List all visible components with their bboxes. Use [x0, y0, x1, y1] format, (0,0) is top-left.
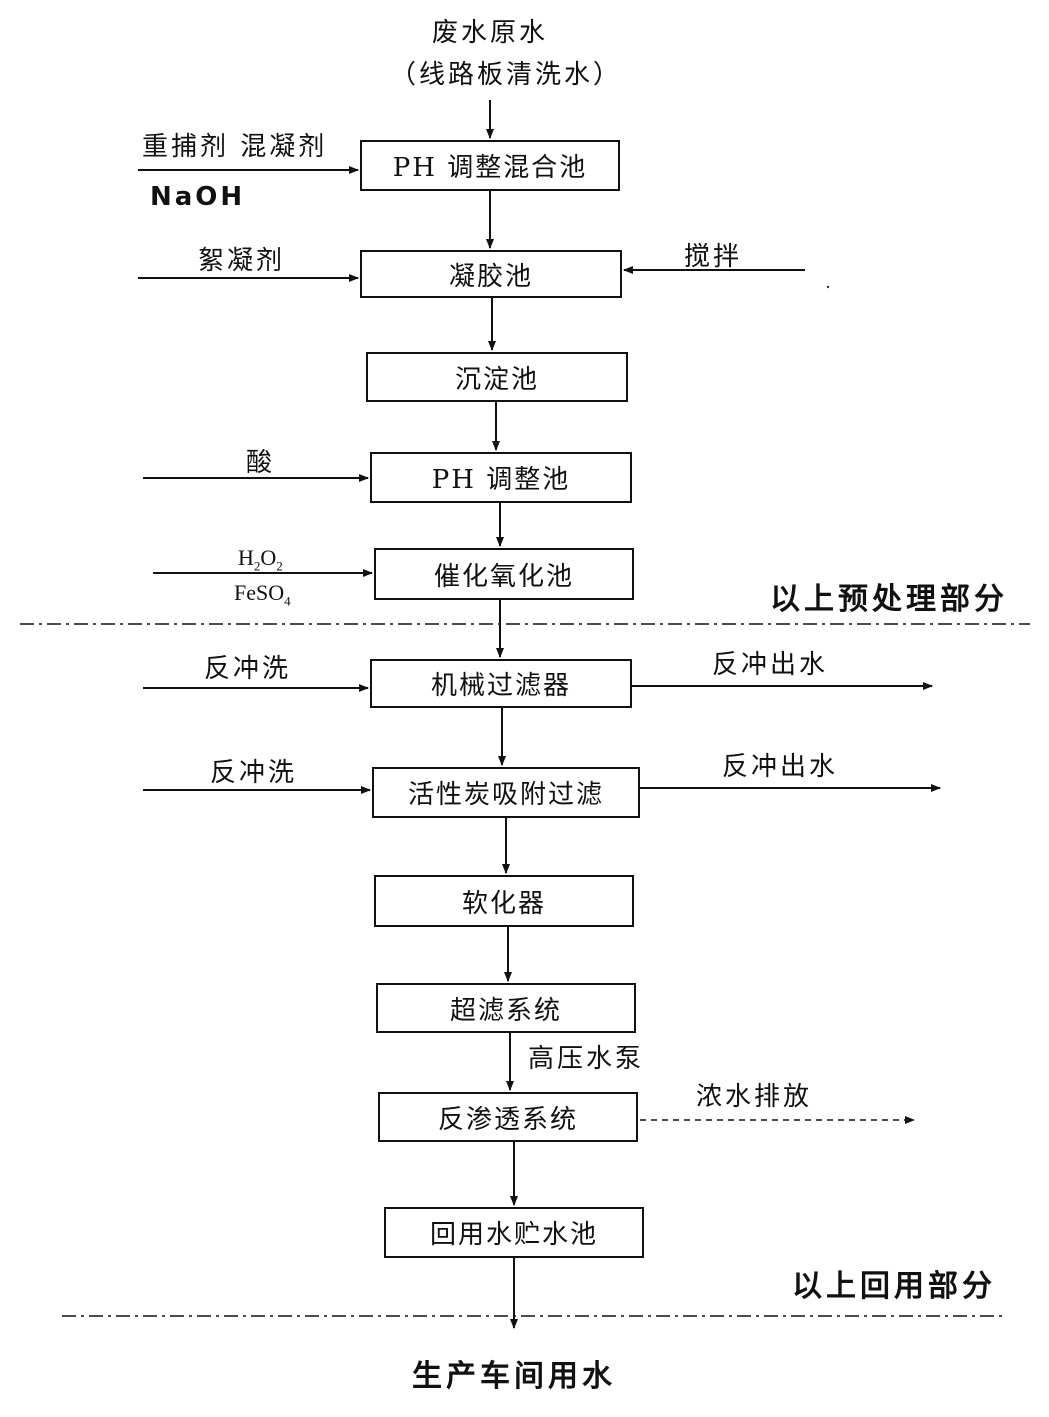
label-concentrate-discharge: 浓水排放 — [696, 1082, 813, 1112]
node-ph-mix: PH 调整混合池 — [360, 140, 620, 191]
node-cat-ox: 催化氧化池 — [374, 548, 634, 600]
source-subtitle: （线路板清洗水） — [390, 60, 623, 90]
node-uf: 超滤系统 — [376, 983, 636, 1033]
label-backwash-1: 反冲洗 — [204, 654, 292, 684]
node-ro: 反渗透系统 — [378, 1092, 638, 1142]
node-gel: 凝胶池 — [360, 250, 622, 298]
final-destination: 生产车间用水 — [412, 1359, 616, 1394]
node-mech-filter: 机械过滤器 — [370, 659, 632, 708]
node-ph-adjust: PH 调整池 — [370, 452, 632, 503]
label-feso4: FeSO4 — [234, 580, 291, 609]
node-carbon: 活性炭吸附过滤 — [372, 767, 640, 818]
node-softener: 软化器 — [374, 875, 634, 927]
section-label-pretreatment: 以上预处理部分 — [770, 582, 1008, 617]
label-naoh: NaOH — [150, 182, 246, 212]
source-title: 废水原水 — [432, 18, 549, 48]
label-h2o2: H2O2 — [238, 545, 283, 574]
label-chelate-coagulant: 重捕剂 混凝剂 — [142, 132, 328, 162]
label-flocculant: 絮凝剂 — [198, 246, 286, 276]
label-backwash-2: 反冲洗 — [210, 758, 298, 788]
node-tank: 回用水贮水池 — [384, 1207, 644, 1258]
label-backwash-out-2: 反冲出水 — [722, 752, 839, 782]
section-label-reuse: 以上回用部分 — [792, 1269, 996, 1304]
label-stirring: 搅拌 — [684, 242, 743, 272]
label-backwash-out-1: 反冲出水 — [712, 650, 829, 680]
label-acid: 酸 — [246, 448, 276, 478]
label-high-pressure-pump: 高压水泵 — [528, 1044, 645, 1074]
node-settle: 沉淀池 — [366, 352, 628, 402]
